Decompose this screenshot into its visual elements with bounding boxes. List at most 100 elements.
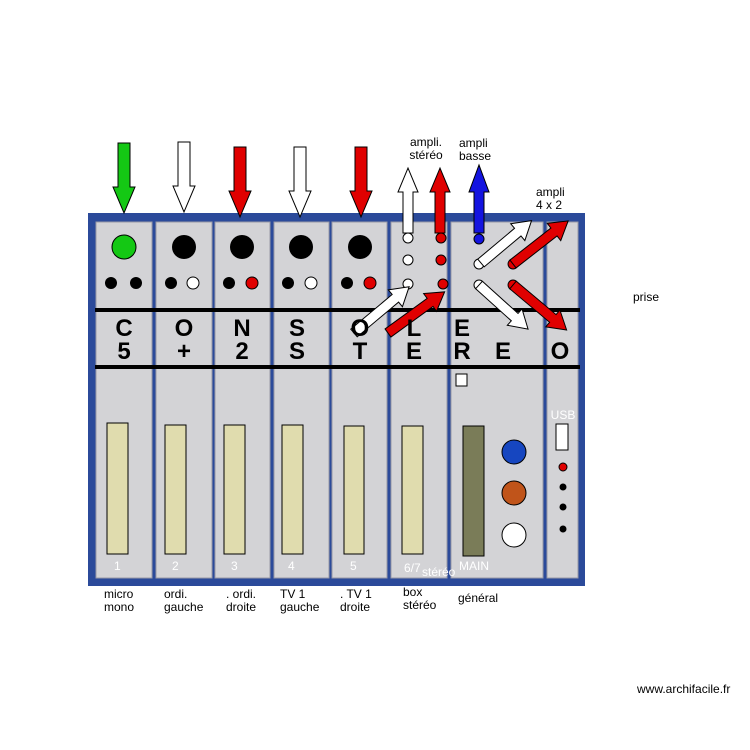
ampli-4x2-label: ampli 4 x 2 <box>536 186 565 212</box>
usb-panel <box>546 221 579 579</box>
channel-label-line2: droite <box>340 600 371 614</box>
arrow-up-icon <box>397 166 419 234</box>
socket-dot <box>435 232 447 244</box>
knob-orange[interactable] <box>501 480 527 506</box>
usb-section-letter: O <box>551 338 570 365</box>
ampli-stereo-line1: ampli. <box>409 135 442 149</box>
channel-number: 3 <box>231 559 238 573</box>
channel-letters: C 5 O + N 2 S S O T L E E R E O <box>115 315 569 365</box>
arrow-down-icon <box>172 141 196 214</box>
socket-dot <box>363 276 377 290</box>
socket-dot <box>473 233 485 245</box>
channel-label-line1: box <box>403 585 423 599</box>
ampli-basse-line1: ampli <box>459 136 488 150</box>
socket-dot <box>105 277 117 289</box>
channel-label-line2: mono <box>104 600 135 614</box>
socket-dot <box>435 254 447 266</box>
faders[interactable] <box>106 422 485 557</box>
channel-label: ordi. gauche <box>164 588 203 614</box>
usb-led <box>559 483 567 491</box>
channel-number: 6/7 <box>404 561 421 575</box>
arrow-diagonal-icon <box>474 280 529 330</box>
knob-blue[interactable] <box>501 439 527 465</box>
arrow-down-icon <box>112 142 136 215</box>
channel-number: 4 <box>288 559 295 573</box>
arrow-up-icon <box>468 163 490 234</box>
fader-slot[interactable] <box>164 424 187 555</box>
main-knobs[interactable] <box>501 439 527 548</box>
socket-dot <box>341 277 353 289</box>
socket-dot <box>437 278 449 290</box>
ampli-4x2-line2: 4 x 2 <box>536 198 563 212</box>
channel-letter-bottom: 2 <box>235 338 248 365</box>
jack-socket-icon <box>289 235 313 259</box>
usb-label: USB <box>551 408 576 422</box>
socket-dot <box>304 276 318 290</box>
main-letter-bottom: R <box>453 338 470 365</box>
arrow-diagonal-icon <box>384 291 446 338</box>
channel-label-line1: . TV 1 <box>340 587 372 601</box>
fader-slot[interactable] <box>343 425 365 555</box>
knob-white[interactable] <box>501 522 527 548</box>
channel-label-line2: gauche <box>164 600 204 614</box>
channel-label-line1: TV 1 <box>280 587 306 601</box>
jack-socket-icon <box>230 235 254 259</box>
fader-slot[interactable] <box>281 424 304 555</box>
socket-dot <box>282 277 294 289</box>
ampli-stereo-label: ampli. stéréo <box>406 136 446 162</box>
channel-letter-bottom: E <box>406 338 422 365</box>
channel-label: micro mono <box>104 588 134 614</box>
channel-number: 5 <box>350 559 357 573</box>
main-letter-top: E <box>454 315 470 342</box>
channel-letter-bottom: + <box>177 338 191 365</box>
channel-label-line1: . ordi. <box>226 587 257 601</box>
channel-number: 1 <box>114 559 121 573</box>
arrow-diagonal-icon <box>350 286 410 338</box>
main-label: MAIN <box>459 559 489 573</box>
channel-label: . ordi. droite <box>226 588 256 614</box>
ampli-basse-line2: basse <box>459 149 492 163</box>
channel-letter-bottom: 5 <box>117 338 130 365</box>
arrow-diagonal-icon <box>509 220 569 269</box>
usb-led <box>558 462 568 472</box>
main-bottom-label: général <box>458 591 499 605</box>
channel-label-line2: stéréo <box>403 598 437 612</box>
jack-socket-icon <box>348 235 372 259</box>
channel-label-line2: droite <box>226 600 257 614</box>
fader-slot[interactable] <box>401 425 424 555</box>
channel-letter-bottom: T <box>353 338 368 365</box>
channel-number-suffix: stéréo <box>422 565 456 579</box>
channel-number: 2 <box>172 559 179 573</box>
jack-socket-icon <box>111 234 137 260</box>
socket-dot <box>402 232 414 244</box>
input-arrows <box>112 141 373 219</box>
channel-letter-top: N <box>233 315 250 342</box>
socket-dot <box>223 277 235 289</box>
channel-label: TV 1 gauche <box>280 588 319 614</box>
output-arrows <box>397 163 490 234</box>
channel-letter-top: O <box>351 315 370 342</box>
usb-port-icon[interactable] <box>555 423 569 451</box>
jack-socket-icon <box>172 235 196 259</box>
channel-label-line2: gauche <box>280 600 320 614</box>
arrow-down-icon <box>288 146 312 219</box>
usb-led <box>559 525 567 533</box>
channel-numbers: 1 2 3 4 5 6/7 stéréo MAIN <box>114 559 489 579</box>
arrow-diagonal-icon <box>509 280 568 331</box>
arrow-down-icon <box>349 146 373 219</box>
arrow-diagonal-icon <box>477 219 533 268</box>
socket-dot <box>165 277 177 289</box>
watermark: www.archifacile.fr <box>637 682 731 696</box>
channel-letter-top: S <box>289 315 305 342</box>
fader-slot[interactable] <box>106 422 129 555</box>
prise-label: prise <box>633 290 660 304</box>
strip-panel <box>331 221 388 579</box>
main-letter-bottom: E <box>495 338 511 365</box>
channel-label: . TV 1 droite <box>340 588 372 614</box>
channel-letter-top: L <box>407 315 422 342</box>
jack-socket-icons <box>111 234 372 260</box>
main-fader[interactable] <box>462 425 485 557</box>
channel-letter-top: O <box>175 315 194 342</box>
fader-slot[interactable] <box>223 424 246 555</box>
